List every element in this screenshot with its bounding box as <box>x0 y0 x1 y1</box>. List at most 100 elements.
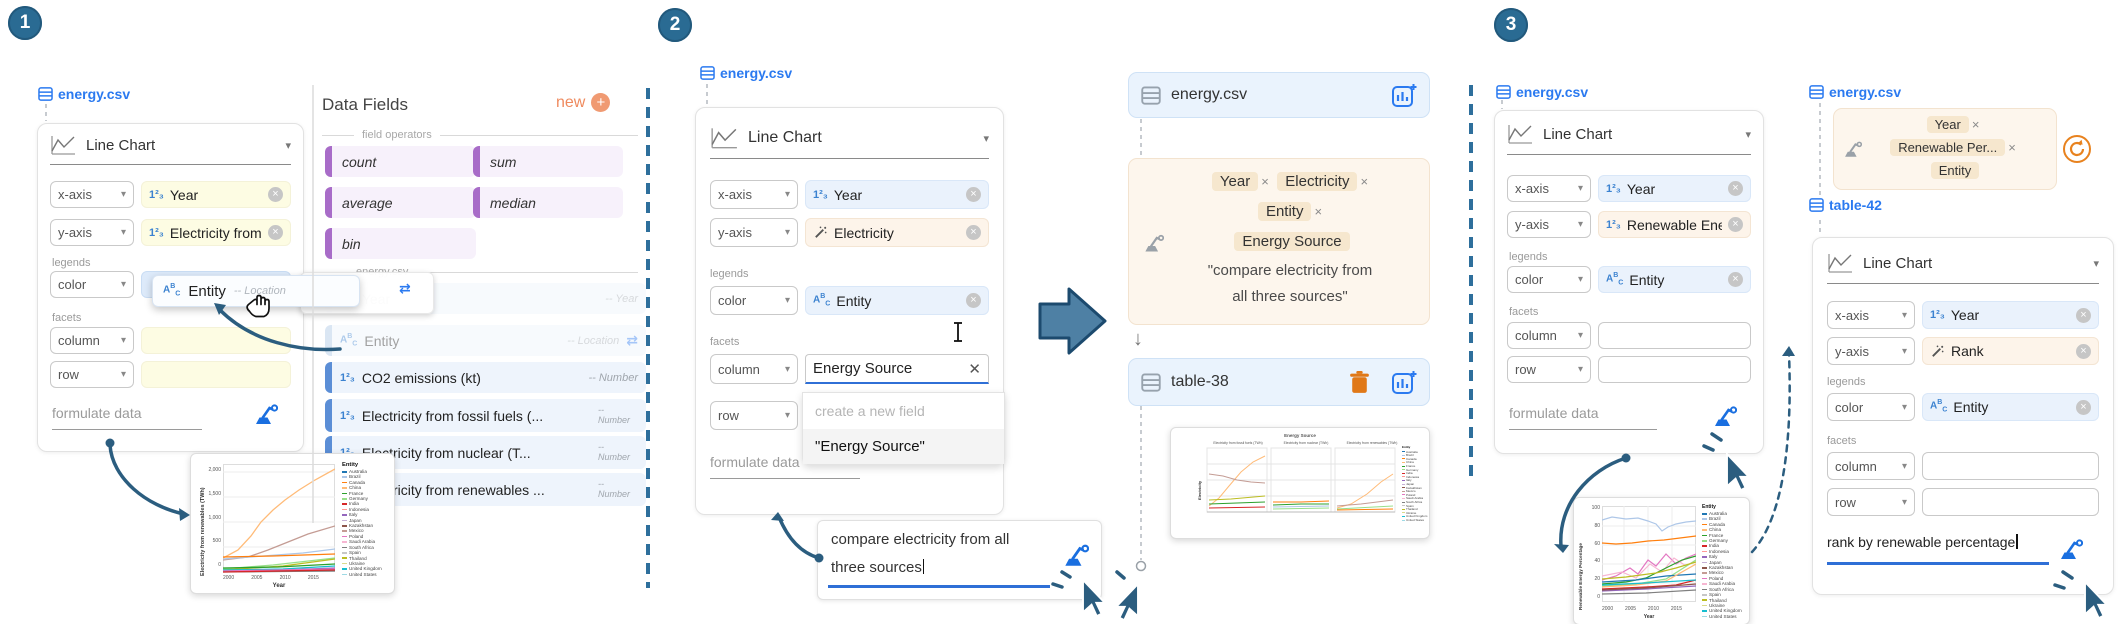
x-axis-slot-select[interactable]: x-axis▾ <box>1827 301 1915 329</box>
chart-type-header[interactable]: Line Chart ▾ <box>1827 252 2099 274</box>
remove-field-icon[interactable]: × <box>966 187 981 202</box>
refresh-icon[interactable] <box>2062 134 2092 164</box>
create-chart-icon[interactable] <box>1391 82 1417 108</box>
dataset-link-energy-4[interactable]: energy.csv <box>1809 84 1901 100</box>
formulate-data-input[interactable]: formulate data <box>52 405 142 421</box>
formulate-robot-icon[interactable] <box>1711 403 1737 429</box>
chip-entity[interactable]: Entity <box>1930 162 1980 179</box>
remove-field-icon[interactable]: × <box>2076 307 2091 323</box>
field-row-entity[interactable]: ABC Entity -- Location ⇄ <box>325 325 646 356</box>
delete-table-icon[interactable] <box>1348 370 1371 395</box>
operator-chip-bin[interactable]: bin <box>325 228 476 259</box>
chip-year[interactable]: Year <box>1926 116 1969 133</box>
operator-chip-average[interactable]: average <box>325 187 476 218</box>
remove-chip-icon[interactable]: × <box>2008 140 2016 155</box>
remove-field-icon[interactable]: × <box>966 293 981 308</box>
create-chart-icon[interactable] <box>1391 369 1417 395</box>
remove-chip-icon[interactable]: × <box>1360 174 1369 189</box>
remove-chip-icon[interactable]: × <box>1971 117 1980 132</box>
chart-type-header[interactable]: Line Chart ▾ <box>1507 123 1751 145</box>
column-slot-select[interactable]: column▾ <box>1827 452 1915 480</box>
formulate-data-input[interactable]: formulate data <box>1509 405 1599 421</box>
row-field-dropzone[interactable] <box>1922 488 2099 516</box>
dragged-entity-chip[interactable]: ABC Entity -- Location <box>152 275 360 307</box>
x-axis-slot-select[interactable]: x-axis▾ <box>710 180 798 209</box>
row-slot-select[interactable]: row▾ <box>1507 356 1591 383</box>
remove-field-icon[interactable]: × <box>268 225 283 240</box>
column-slot-select[interactable]: column▾ <box>710 354 798 384</box>
remove-field-icon[interactable]: × <box>966 225 981 240</box>
remove-field-icon[interactable]: × <box>2076 343 2091 359</box>
color-slot-select[interactable]: color▾ <box>1827 393 1915 421</box>
dropdown-option-energy-source[interactable]: "Energy Source" <box>803 429 1004 464</box>
nl-query-box[interactable]: compare electricity from all three sourc… <box>817 520 1102 600</box>
color-slot-select[interactable]: color▾ <box>50 271 134 298</box>
remove-chip-icon[interactable]: × <box>1314 204 1323 219</box>
dataset-link-energy[interactable]: energy.csv <box>38 86 130 102</box>
chip-entity[interactable]: Entity <box>1257 202 1312 221</box>
y-axis-slot-select[interactable]: y-axis▾ <box>710 218 798 247</box>
column-slot-select[interactable]: column▾ <box>50 327 134 354</box>
row-field-dropzone[interactable] <box>1598 356 1751 383</box>
y-axis-slot-select[interactable]: y-axis▾ <box>50 219 134 246</box>
column-field-dropzone[interactable] <box>1922 452 2099 480</box>
dataset-link-energy-3[interactable]: energy.csv <box>1496 84 1588 100</box>
y-axis-slot-select[interactable]: y-axis▾ <box>1827 337 1915 365</box>
field-row-co2[interactable]: 1²₃ CO2 emissions (kt) -- Number <box>325 362 646 393</box>
dataset-link-energy-2[interactable]: energy.csv <box>700 65 792 81</box>
chip-year[interactable]: Year <box>1211 172 1259 191</box>
chip-electricity[interactable]: Electricity <box>1277 172 1358 191</box>
formulate-robot-icon[interactable] <box>1061 541 1089 569</box>
remove-field-icon[interactable]: × <box>1728 181 1743 196</box>
x-axis-slot-select[interactable]: x-axis▾ <box>1507 175 1591 202</box>
column-field-dropzone[interactable] <box>141 327 291 354</box>
chart-preview-faceted[interactable]: Energy Source Electricity from fossil fu… <box>1170 427 1430 539</box>
flow-node-energy-csv[interactable]: energy.csv <box>1128 72 1430 118</box>
color-slot-select[interactable]: color▾ <box>710 286 798 315</box>
remove-field-icon[interactable]: × <box>268 187 283 202</box>
operator-chip-median[interactable]: median <box>473 187 623 218</box>
remove-field-icon[interactable]: × <box>1728 272 1743 287</box>
field-row-fossil[interactable]: 1²₃ Electricity from fossil fuels (... -… <box>325 399 646 432</box>
chart-type-header[interactable]: Line Chart ▾ <box>710 126 989 150</box>
clear-input-icon[interactable]: ✕ <box>968 360 981 378</box>
remove-field-icon[interactable]: × <box>1728 217 1743 232</box>
dataset-link-table-42[interactable]: table-42 <box>1809 197 1882 213</box>
formulate-data-input[interactable]: formulate data <box>710 454 800 470</box>
chip-energy-source[interactable]: Energy Source <box>1234 232 1350 251</box>
row-slot-select[interactable]: row▾ <box>50 361 134 388</box>
y-axis-field[interactable]: Electricity× <box>805 218 989 247</box>
chart-type-header[interactable]: Line Chart ▾ <box>50 134 291 156</box>
formulate-data-input[interactable]: rank by renewable percentage <box>1827 534 2018 550</box>
formulate-robot-icon[interactable] <box>2057 536 2083 562</box>
x-axis-slot-select[interactable]: x-axis▾ <box>50 181 134 208</box>
row-slot-select[interactable]: row▾ <box>710 401 798 430</box>
formulate-robot-icon[interactable] <box>252 401 278 427</box>
y-axis-slot-select[interactable]: y-axis▾ <box>1507 211 1591 238</box>
color-slot-select[interactable]: color▾ <box>1507 266 1591 293</box>
row-field-dropzone[interactable] <box>141 361 291 388</box>
row-slot-select[interactable]: row▾ <box>1827 488 1915 516</box>
column-field-dropzone[interactable] <box>1598 322 1751 349</box>
new-field-button[interactable]: new + <box>556 93 611 112</box>
column-slot-select[interactable]: column▾ <box>1507 322 1591 349</box>
remove-chip-icon[interactable]: × <box>1261 174 1269 189</box>
operator-chip-count[interactable]: count <box>325 146 476 177</box>
column-field-input[interactable]: Energy Source ✕ <box>805 354 989 384</box>
chip-renewable-per[interactable]: Renewable Per... <box>1890 139 2006 156</box>
y-axis-field[interactable]: Rank× <box>1922 337 2099 365</box>
connector-endpoint[interactable] <box>1135 560 1147 572</box>
flow-node-table-38[interactable]: table-38 <box>1128 358 1430 406</box>
operator-chip-sum[interactable]: sum <box>473 146 623 177</box>
